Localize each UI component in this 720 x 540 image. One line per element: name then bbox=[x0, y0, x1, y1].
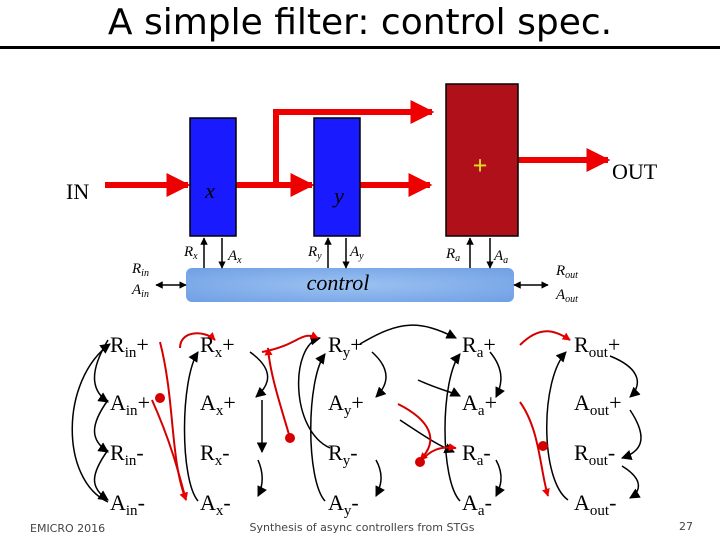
title-underline bbox=[0, 46, 720, 49]
token bbox=[155, 393, 165, 403]
footer-center: Synthesis of async controllers from STGs bbox=[250, 521, 475, 534]
transition-a-a-plus: Aa+ bbox=[462, 390, 497, 419]
transition-a-out-plus: Aout+ bbox=[574, 390, 621, 419]
transition-r-a-minus: Ra- bbox=[462, 440, 491, 469]
transition-a-y-minus: Ay- bbox=[328, 490, 359, 519]
transition-r-a-plus: Ra+ bbox=[462, 332, 496, 361]
transition-a-x-minus: Ax- bbox=[200, 490, 231, 519]
aa-label: Aa bbox=[493, 248, 508, 266]
handshake-arrows bbox=[155, 237, 549, 289]
register-y-label: y bbox=[332, 183, 344, 208]
adder-symbol: + bbox=[473, 151, 488, 180]
stg-tokens bbox=[155, 393, 548, 467]
data-wires bbox=[105, 100, 611, 197]
transition-a-a-minus: Aa- bbox=[462, 490, 492, 519]
transition-r-in-minus: Rin- bbox=[110, 440, 144, 469]
transition-r-y-plus: Ry+ bbox=[328, 332, 363, 361]
transition-r-in-plus: Rin+ bbox=[110, 332, 149, 361]
ax-label: Ax bbox=[227, 248, 242, 266]
transition-a-y-plus: Ay+ bbox=[328, 390, 364, 419]
transition-r-x-minus: Rx- bbox=[200, 440, 230, 469]
transition-r-out-plus: Rout+ bbox=[574, 332, 620, 361]
control-label: control bbox=[307, 270, 370, 295]
stg-causality-arrows bbox=[151, 330, 571, 501]
ra-label: Ra bbox=[445, 246, 460, 264]
transition-a-x-plus: Ax+ bbox=[200, 390, 236, 419]
token bbox=[415, 457, 425, 467]
transition-r-out-minus: Rout- bbox=[574, 440, 615, 469]
wire-x-to-adder bbox=[273, 100, 435, 185]
stg-transition-labels: Rin+ Rx+ Ry+ Ra+ Rout+ Ain+ Ax+ Ay+ Aa+ Aout+ Rin-… bbox=[110, 332, 621, 519]
ay-label: Ay bbox=[349, 244, 364, 262]
aout-label: Aout bbox=[555, 287, 578, 305]
rx-label: Rx bbox=[183, 244, 198, 262]
transition-a-in-minus: Ain- bbox=[110, 490, 145, 519]
transition-a-out-minus: Aout- bbox=[574, 490, 616, 519]
ain-label: Ain bbox=[131, 282, 149, 300]
register-y-block bbox=[313, 117, 361, 237]
slide-title: A simple filter: control spec. bbox=[107, 2, 613, 43]
adder-block bbox=[445, 83, 519, 237]
in-label: IN bbox=[66, 179, 89, 204]
stg-sequence-arrows bbox=[71, 324, 642, 503]
rout-label: Rout bbox=[555, 263, 578, 281]
control-bar bbox=[186, 268, 514, 302]
footer-left: EMICRO 2016 bbox=[30, 522, 105, 535]
transition-r-x-plus: Rx+ bbox=[200, 332, 235, 361]
signal-labels: Rx Ax Ry Ay Ra Aa Rin Ain Rout Aout bbox=[131, 244, 578, 305]
rin-label: Rin bbox=[131, 261, 149, 279]
transition-a-in-plus: Ain+ bbox=[110, 390, 150, 419]
ry-label: Ry bbox=[307, 244, 322, 262]
transition-r-y-minus: Ry- bbox=[328, 440, 358, 469]
token bbox=[285, 433, 295, 443]
footer-page-number: 27 bbox=[679, 520, 693, 533]
token bbox=[538, 441, 548, 451]
register-x-label: x bbox=[204, 178, 215, 203]
out-label: OUT bbox=[612, 159, 658, 184]
register-x-block bbox=[189, 117, 237, 237]
